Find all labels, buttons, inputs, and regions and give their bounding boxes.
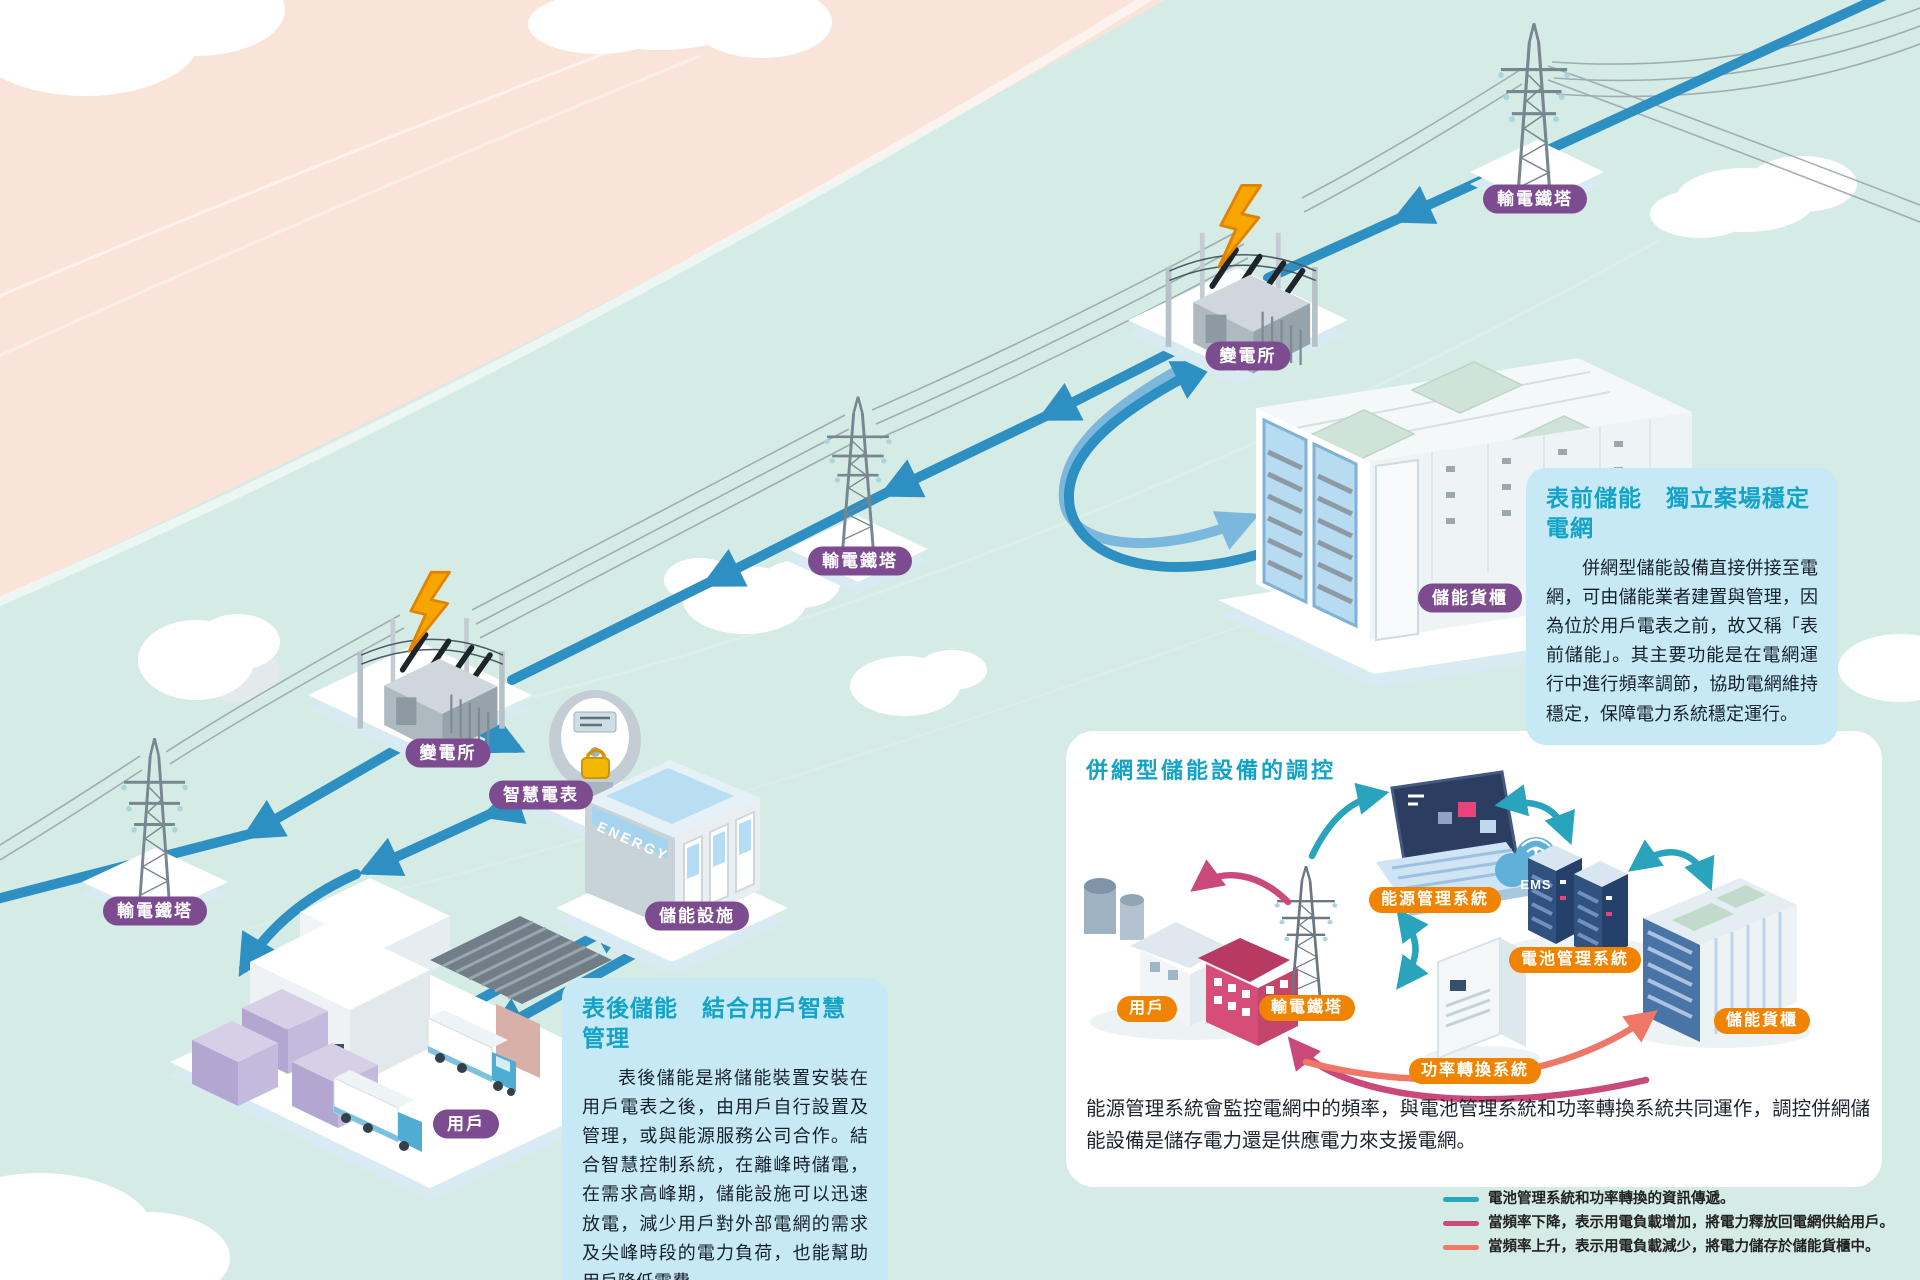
legend-teal-line-icon xyxy=(1443,1196,1479,1202)
label-transmission-tower-left: 輸電鐵塔 xyxy=(103,896,207,926)
legend-text-charge: 當頻率上升，表示用電負載減少，將電力儲存於儲能貨櫃中。 xyxy=(1488,1238,1880,1255)
smart-meter-device xyxy=(549,690,641,796)
legend-text-discharge: 當頻率下降，表示用電負載增加，將電力釋放回電網供給用戶。 xyxy=(1488,1214,1894,1231)
panel-title: 併網型儲能設備的調控 xyxy=(1086,758,1337,783)
panel-label-ems: 能源管理系統 xyxy=(1368,887,1502,913)
panel-label-bms: 電池管理系統 xyxy=(1508,947,1642,973)
ems-cloud-text: EMS xyxy=(1520,877,1552,892)
panel-label-container: 儲能貨櫃 xyxy=(1713,1008,1811,1034)
legend-item-discharge: 當頻率下降，表示用電負載增加，將電力釋放回電網供給用戶。 xyxy=(1443,1214,1894,1233)
legend: 電池管理系統和功率轉換的資訊傳遞。 當頻率下降，表示用電負載增加，將電力釋放回電… xyxy=(1443,1190,1894,1262)
label-smart-meter: 智慧電表 xyxy=(489,780,593,810)
label-substation-top: 變電所 xyxy=(1205,341,1291,371)
legend-magenta-line-icon xyxy=(1443,1220,1479,1226)
panel-caption: 能源管理系統會監控電網中的頻率，與電池管理系統和功率轉換系統共同運作，調控併網儲… xyxy=(1086,1099,1870,1153)
infobox-behind-body: 表後儲能是將儲能裝置安裝在用戶電表之後，由用戶自行設置及管理，或與能源服務公司合… xyxy=(582,1067,868,1280)
label-customer: 用戶 xyxy=(433,1109,499,1139)
label-storage-facility: 儲能設施 xyxy=(645,901,749,931)
power-lines xyxy=(0,7,1920,861)
label-storage-container: 儲能貨櫃 xyxy=(1418,583,1522,613)
truck-icon xyxy=(333,1010,516,1152)
panel-label-customer: 用戶 xyxy=(1116,996,1178,1022)
legend-item-info: 電池管理系統和功率轉換的資訊傳遞。 xyxy=(1443,1190,1894,1209)
panel-label-pcs: 功率轉換系統 xyxy=(1408,1058,1542,1084)
panel-label-tower: 輸電鐵塔 xyxy=(1258,995,1356,1021)
infobox-front-body: 併網型儲能設備直接併接至電網，可由儲能業者建置與管理，因為位於用戶電表之前，故又… xyxy=(1546,557,1818,724)
legend-item-charge: 當頻率上升，表示用電負載減少，將電力儲存於儲能貨櫃中。 xyxy=(1443,1238,1894,1257)
clouds xyxy=(0,0,1920,716)
container-charge-loop xyxy=(1058,347,1287,572)
legend-orange-line-icon xyxy=(1443,1244,1479,1250)
infobox-behind-the-meter: 表後儲能 結合用戶智慧管理 表後儲能是將儲能裝置安裝在用戶電表之後，由用戶自行設… xyxy=(562,978,888,1280)
label-substation-left: 變電所 xyxy=(405,738,491,768)
label-transmission-tower-middle: 輸電鐵塔 xyxy=(808,546,912,576)
label-transmission-tower-top-right: 輸電鐵塔 xyxy=(1483,184,1587,214)
energy-storage-facility-building xyxy=(585,760,760,930)
infobox-behind-title: 表後儲能 結合用戶智慧管理 xyxy=(582,995,846,1051)
infobox-front-title: 表前儲能 獨立案場穩定電網 xyxy=(1546,485,1810,541)
legend-text-info: 電池管理系統和功率轉換的資訊傳遞。 xyxy=(1488,1191,1735,1207)
factory-customer xyxy=(192,878,612,1152)
infobox-front-of-meter: 表前儲能 獨立案場穩定電網 併網型儲能設備直接併接至電網，可由儲能業者建置與管理… xyxy=(1526,468,1838,745)
